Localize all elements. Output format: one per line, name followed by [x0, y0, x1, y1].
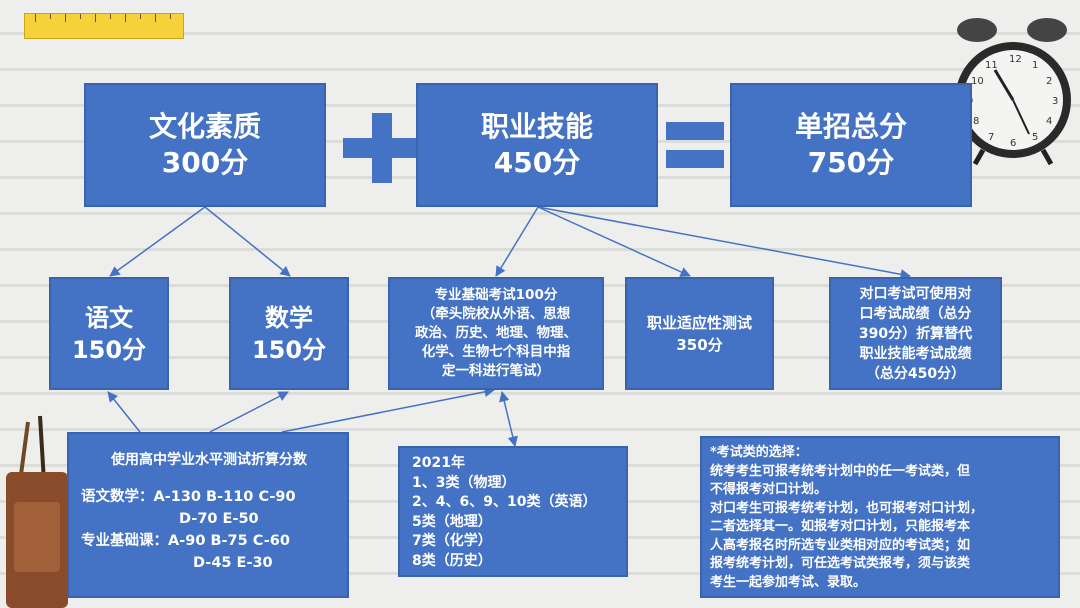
clock-minute-hand [1012, 99, 1030, 135]
clock-numeral: 8 [973, 116, 979, 127]
skills-score: 450分 [493, 146, 581, 179]
ruler-tick [170, 14, 171, 19]
hs-test-box: 使用高中学业水平测试折算分数 语文数学：A-130 B-110 C-90 D-7… [67, 432, 349, 598]
pro-exam-line: （牵头院校从外语、思想 [421, 306, 571, 322]
adapt-box: 职业适应性测试 350分 [625, 277, 774, 390]
arrow-skills-pro-exam [495, 206, 539, 277]
skills-box: 职业技能 450分 [416, 83, 658, 207]
adapt-line: 350分 [676, 335, 723, 354]
arrow-skills-duikou [537, 206, 912, 280]
pen-holder-icon [6, 415, 68, 608]
note-line: 二者选择其一。如报考对口计划，只能报考本 [710, 519, 971, 534]
note-line: 对口考生可报考统考计划，也可报考对口计划， [710, 500, 984, 516]
hs-test-line: 语文数学：A-130 B-110 C-90 [81, 489, 296, 505]
clock-numeral: 10 [971, 76, 984, 87]
skills-label: 职业技能 [480, 110, 593, 143]
math-label: 数学 [265, 303, 313, 332]
chinese-box: 语文 150分 [49, 277, 169, 390]
year-line: 1、3类（物理） [412, 474, 516, 491]
clock-numeral: 6 [1010, 138, 1016, 149]
hs-test-line: D-45 E-30 [193, 555, 273, 571]
hs-test-title: 使用高中学业水平测试折算分数 [111, 452, 307, 468]
arrow-culture-math [204, 206, 291, 277]
ruler-decoration [24, 13, 184, 39]
clock-numeral: 1 [1032, 60, 1038, 71]
arrow-culture-chinese [109, 206, 206, 277]
culture-box: 文化素质 300分 [84, 83, 326, 207]
note-line: 报考统考计划，可任选考试类报考，须与该类 [710, 556, 971, 571]
pro-exam-line: 政治、历史、地理、物理、 [415, 325, 577, 341]
arrow-hs-math [209, 391, 289, 433]
duikou-line: 职业技能考试成绩 [859, 345, 972, 362]
adapt-line: 职业适应性测试 [646, 313, 752, 332]
arrow-skills-adapt [537, 206, 691, 277]
chinese-label: 语文 [85, 303, 133, 332]
pro-exam-line: 化学、生物七个科目中指 [421, 344, 571, 360]
arrow-hs-pro-exam [281, 386, 496, 433]
arrow-pro-exam-year [499, 390, 518, 448]
pen-holder-panel [14, 502, 60, 572]
year-line: 2021年 [412, 455, 465, 471]
brush-stick [38, 415, 46, 483]
duikou-line: 口考试成绩（总分 [859, 305, 972, 322]
alarm-clock-icon: 12 1 2 3 4 5 6 7 8 9 10 11 [955, 18, 1071, 166]
equals-sign-bottom [666, 150, 724, 168]
year-line: 2、4、6、9、10类（英语） [412, 494, 597, 510]
year-line: 5类（地理） [412, 513, 492, 530]
total-label: 单招总分 [794, 110, 907, 143]
duikou-line: （总分450分） [865, 365, 966, 382]
clock-numeral: 7 [988, 132, 994, 143]
ruler-tick [155, 14, 156, 22]
pro-exam-box: 专业基础考试100分 （牵头院校从外语、思想 政治、历史、地理、物理、 化学、生… [388, 277, 604, 390]
ruler-tick [80, 14, 81, 19]
equals-sign-top [666, 122, 724, 140]
duikou-line: 对口考试可使用对 [859, 285, 972, 302]
culture-score: 300分 [161, 146, 249, 179]
clock-leg-left [972, 148, 986, 166]
year-box: 2021年 1、3类（物理） 2、4、6、9、10类（英语） 5类（地理） 7类… [398, 446, 628, 577]
arrow-hs-chinese [107, 391, 141, 433]
pro-exam-line: 专业基础考试100分 [434, 287, 558, 303]
clock-leg-right [1040, 148, 1054, 166]
clock-numeral: 12 [1009, 54, 1022, 65]
clock-numeral: 5 [1032, 132, 1038, 143]
note-line: 考生一起参加考试、录取。 [710, 574, 867, 590]
clock-hour-hand [993, 69, 1015, 101]
total-score: 750分 [807, 146, 895, 179]
ruler-tick [50, 14, 51, 19]
culture-label: 文化素质 [148, 110, 261, 143]
year-line: 7类（化学） [412, 533, 492, 549]
clock-numeral: 4 [1046, 116, 1052, 127]
ruler-tick [35, 14, 36, 22]
clock-bell-left [957, 18, 997, 42]
hs-test-line: D-70 E-50 [179, 511, 259, 527]
note-line: 统考考生可报考统考计划中的任一考试类，但 [710, 463, 971, 479]
clock-numeral: 2 [1046, 76, 1052, 87]
note-line: *考试类的选择： [710, 445, 808, 460]
clock-bell-right [1027, 18, 1067, 42]
plus-sign-horizontal [343, 138, 421, 158]
note-box: *考试类的选择： 统考考生可报考统考计划中的任一考试类，但 不得报考对口计划。 … [700, 436, 1060, 598]
ruler-tick [65, 14, 66, 22]
ruler-tick [110, 14, 111, 19]
note-line: 不得报考对口计划。 [710, 482, 828, 497]
duikou-line: 390分）折算替代 [858, 325, 973, 342]
year-line: 8类（历史） [412, 552, 492, 569]
chinese-score: 150分 [71, 335, 147, 364]
ruler-tick [95, 14, 96, 22]
total-box: 单招总分 750分 [730, 83, 972, 207]
math-score: 150分 [251, 335, 327, 364]
clock-numeral: 11 [985, 60, 998, 71]
hs-test-line: 专业基础课：A-90 B-75 C-60 [81, 533, 290, 549]
ruler-tick [125, 14, 126, 22]
duikou-box: 对口考试可使用对 口考试成绩（总分 390分）折算替代 职业技能考试成绩 （总分… [829, 277, 1002, 390]
note-line: 人高考报名时所选专业类相对应的考试类；如 [710, 537, 971, 553]
math-box: 数学 150分 [229, 277, 349, 390]
clock-numeral: 3 [1052, 96, 1058, 107]
pro-exam-line: 定一科进行笔试） [442, 363, 550, 379]
ruler-tick [140, 14, 141, 19]
